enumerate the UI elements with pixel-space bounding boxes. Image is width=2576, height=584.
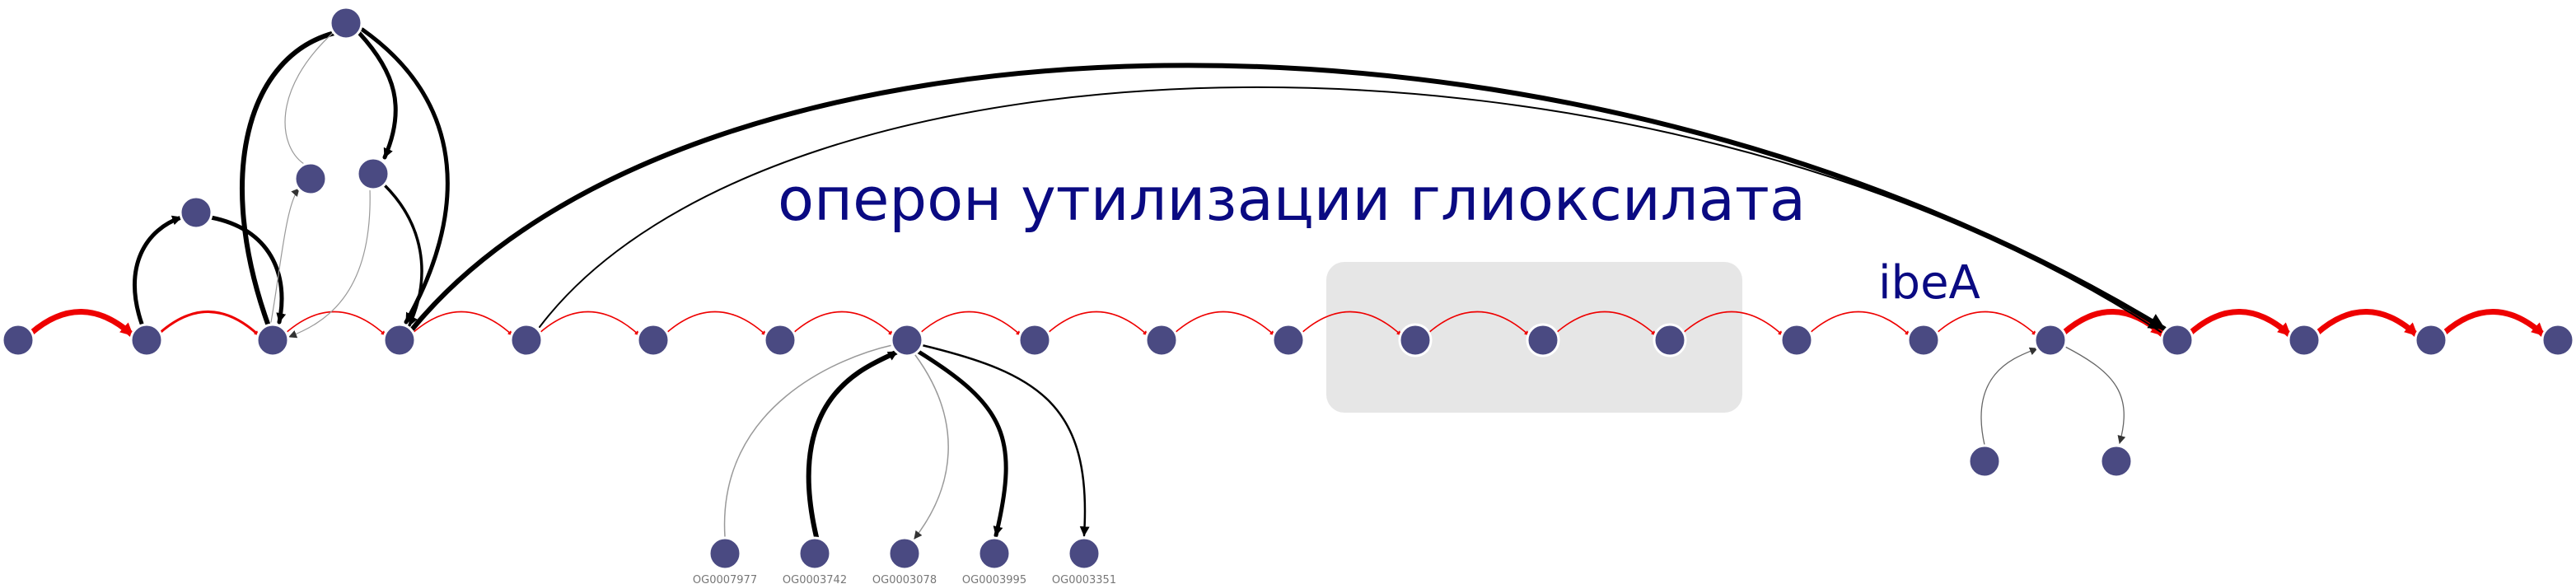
chain-edge [1300,311,1402,336]
gene-node [636,323,671,357]
gene-node [329,6,363,40]
gene-node [1779,323,1814,357]
link-edge [133,215,184,326]
og-edge [723,344,893,538]
link-edge [284,32,334,165]
gene-node [2033,323,2068,357]
og-label: OG0003742 [783,574,847,584]
chain-edge [284,311,386,336]
gene-node [1398,323,1433,357]
gene-node [1271,323,1306,357]
og-edge [806,349,900,540]
operon-title: оперон утилизации глиоксилата [778,165,1806,234]
gene-node [179,195,213,230]
gene-node [1653,323,1687,357]
gene-node [1,323,35,357]
link-edge [360,27,450,325]
gene-node [887,536,922,571]
link-edge [240,30,337,326]
nodes-layer [1,6,2575,571]
side-edge [1980,347,2038,446]
chain-edge [27,309,136,339]
link-edge [357,30,398,160]
og-edge [914,354,949,540]
link-edge [383,184,423,327]
gene-node [255,323,290,357]
gene-node [1017,323,1052,357]
og-label: OG0003351 [1052,574,1116,584]
gene-node [708,536,742,571]
gene-node [977,536,1012,571]
chain-edge [1681,311,1784,336]
link-edge [208,215,287,325]
gene-node [890,323,924,357]
gene-node [2414,323,2448,357]
gene-node [2160,323,2195,357]
chain-edge [538,311,640,336]
chain-edge [2313,309,2420,339]
og-edge [916,349,1008,538]
gene-node [2287,323,2321,357]
og-label: OG0003995 [962,574,1026,584]
gene-node [1067,536,1101,571]
gene-node [1144,323,1179,357]
gene-node [2099,444,2134,479]
chain-edge [1808,311,1910,336]
gene-node [763,323,797,357]
long-edge [539,86,2162,333]
link-edge [288,188,371,339]
gene-label-ibea: ibeA [1878,256,1980,310]
gene-node [797,536,832,571]
gene-node [2541,323,2575,357]
gene-node [293,161,328,196]
chain-edge [665,311,767,336]
gene-node [1526,323,1560,357]
og-label: OG0007977 [693,574,757,584]
chain-edge [792,311,894,336]
chain-edge [1554,311,1657,336]
og-labels-layer: OG0007977 OG0003742 OG0003078 OG0003995 … [693,574,1116,584]
og-label: OG0003078 [872,574,937,584]
gene-node [356,157,390,191]
chain-edge [1046,311,1148,336]
gene-node [1906,323,1941,357]
chain-edge [2186,309,2293,339]
chain-edge [2440,309,2547,339]
gene-node [1967,444,2002,479]
chain-edge [1427,311,1530,336]
side-edge [2064,346,2126,444]
chain-edge [1935,311,2037,336]
gene-node [509,323,544,357]
gene-node [382,323,417,357]
link-edge [270,188,300,323]
chain-edge [411,311,513,336]
chain-edge [157,311,260,337]
og-edge [920,343,1090,537]
long-edge [410,63,2167,331]
edges-layer [27,27,2547,540]
chain-edge [1173,311,1275,336]
gene-node [129,323,164,357]
chain-edge [919,311,1022,336]
